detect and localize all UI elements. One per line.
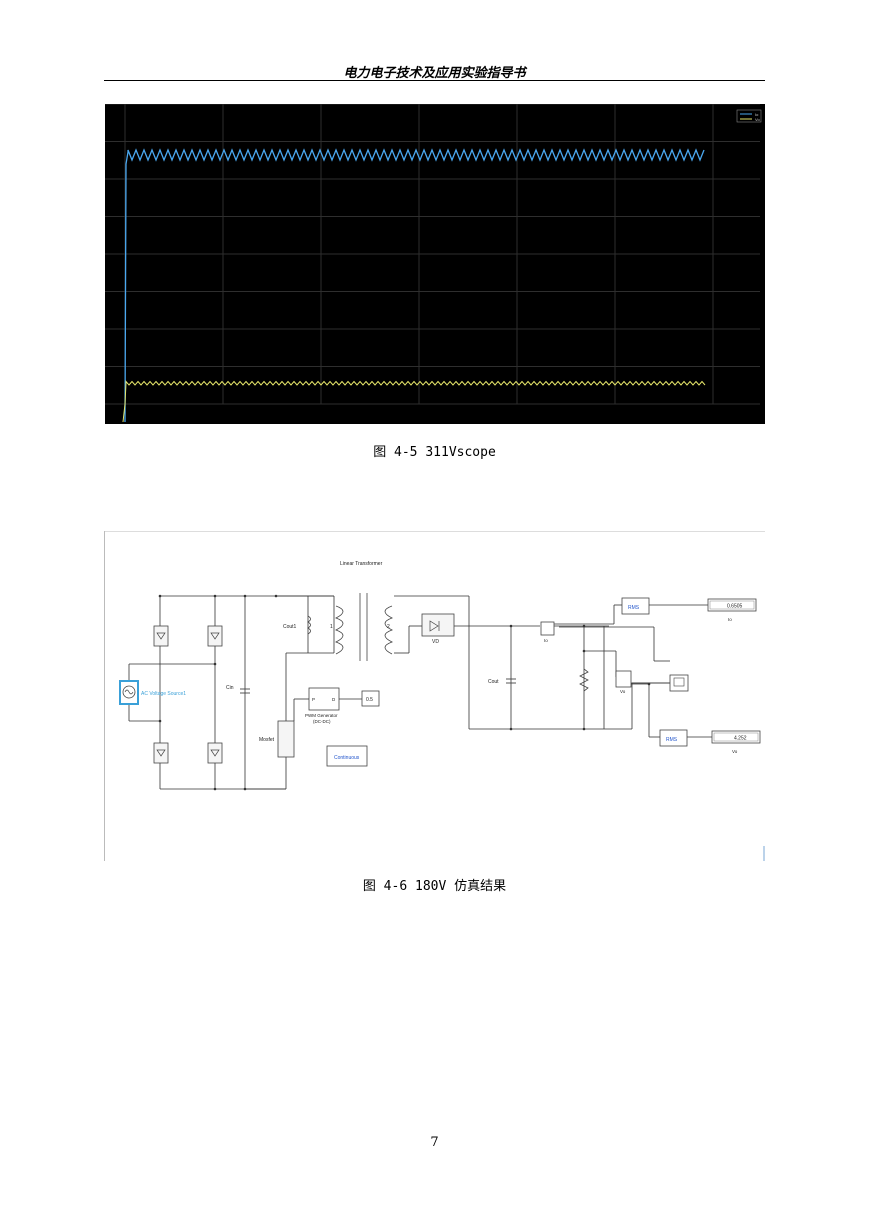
label-winding2: 2 bbox=[387, 624, 390, 630]
figure-4-6-caption: 图 4-6 180V 仿真结果 bbox=[362, 879, 507, 894]
duty-constant-block bbox=[361, 690, 380, 707]
label-ac-source: AC Voltage Source1 bbox=[141, 691, 186, 697]
label-cout1: Cout1 bbox=[283, 624, 297, 630]
powergui-block bbox=[326, 745, 368, 767]
vo-trace bbox=[122, 380, 706, 423]
label-io-sensor: Io bbox=[544, 638, 548, 643]
label-cin: Cin bbox=[226, 685, 234, 691]
display-vo-value: 4.252 bbox=[734, 736, 747, 742]
io-sensor-block bbox=[540, 621, 555, 636]
pwm-port-d: D bbox=[332, 697, 336, 702]
scope-plot: Io Vo bbox=[105, 103, 762, 423]
label-transformer: Linear Transformer bbox=[340, 561, 383, 567]
display-vo-label: Vo bbox=[732, 749, 738, 754]
label-vo-sensor: Vo bbox=[620, 689, 626, 694]
scope-legend: Io Vo bbox=[736, 109, 762, 123]
label-rms-1: RMS bbox=[628, 605, 640, 611]
label-pwm-2: (DC-DC) bbox=[313, 719, 331, 724]
mosfet-block bbox=[277, 720, 295, 758]
display-io-value: 0.6505 bbox=[727, 604, 743, 610]
label-pwm-1: PWM Generator bbox=[305, 713, 338, 718]
vo-sensor-block bbox=[615, 670, 632, 688]
display-io-label: Io bbox=[728, 617, 732, 622]
label-duty: 0.5 bbox=[366, 697, 373, 703]
rms-block-1 bbox=[621, 597, 650, 615]
scope-grid bbox=[105, 103, 760, 405]
pwm-port-p: P bbox=[312, 697, 315, 702]
diode-block bbox=[421, 613, 455, 637]
simulink-figure: AC Voltage Source1 Cin Cout1 Linear Tran… bbox=[104, 530, 765, 861]
label-mosfet: Mosfet bbox=[259, 737, 275, 743]
io-trace bbox=[124, 148, 705, 423]
label-rms-2: RMS bbox=[666, 737, 678, 743]
running-header: 电力电子技术及应用实验指导书 bbox=[343, 66, 526, 81]
header-rule bbox=[104, 80, 765, 81]
label-powergui: Continuous bbox=[334, 755, 360, 761]
legend-io: Io bbox=[755, 112, 759, 117]
label-cout: Cout bbox=[488, 679, 499, 685]
simulink-diagram: AC Voltage Source1 Cin Cout1 Linear Tran… bbox=[104, 530, 765, 861]
rms-block-2 bbox=[659, 729, 688, 747]
legend-vo: Vo bbox=[755, 117, 760, 122]
scope-figure: Io Vo bbox=[105, 103, 765, 424]
label-winding1: 1 bbox=[330, 624, 333, 630]
page-number: 7 bbox=[430, 1135, 439, 1150]
figure-4-5-caption: 图 4-5 311Vscope bbox=[373, 445, 496, 460]
label-diode: VD bbox=[432, 639, 439, 645]
